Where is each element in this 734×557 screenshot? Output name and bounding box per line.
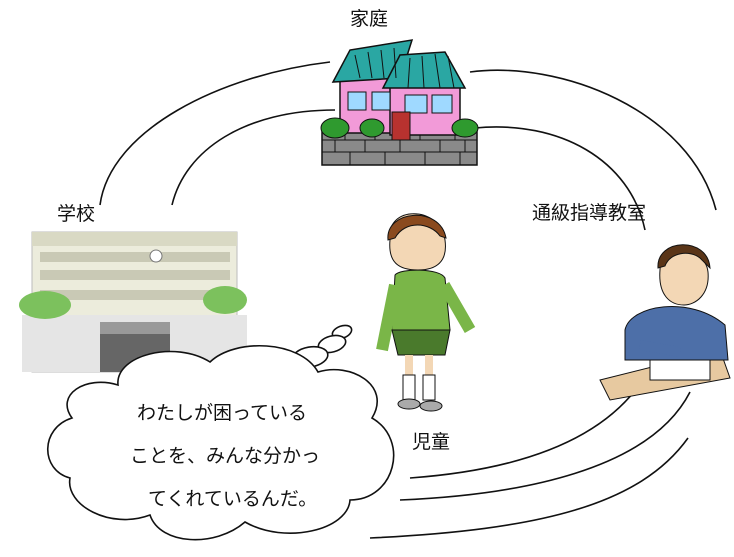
outer-arc-left	[99, 61, 331, 206]
lower-arc-2	[399, 391, 691, 501]
home-label: 家庭	[350, 8, 389, 30]
bubble-line-1: わたしが困っている	[137, 402, 308, 424]
child-label: 児童	[412, 431, 451, 453]
thought-bubble	[47, 324, 395, 541]
outer-arc-right	[469, 69, 717, 211]
house-illustration	[320, 39, 479, 166]
inner-arc-left	[171, 109, 336, 206]
school-illustration	[19, 231, 247, 373]
child-illustration	[376, 213, 476, 412]
bubble-line-2: ことを、みんな分かっ	[130, 445, 321, 467]
bubble-line-3: てくれているんだ。	[148, 488, 318, 510]
lower-arc-3	[369, 437, 689, 539]
resource-room-label: 通級指導教室	[532, 202, 647, 224]
lower-arc-1	[409, 383, 641, 479]
inner-arc-right	[474, 126, 646, 231]
school-label: 学校	[57, 203, 96, 225]
teacher-illustration	[599, 244, 731, 401]
